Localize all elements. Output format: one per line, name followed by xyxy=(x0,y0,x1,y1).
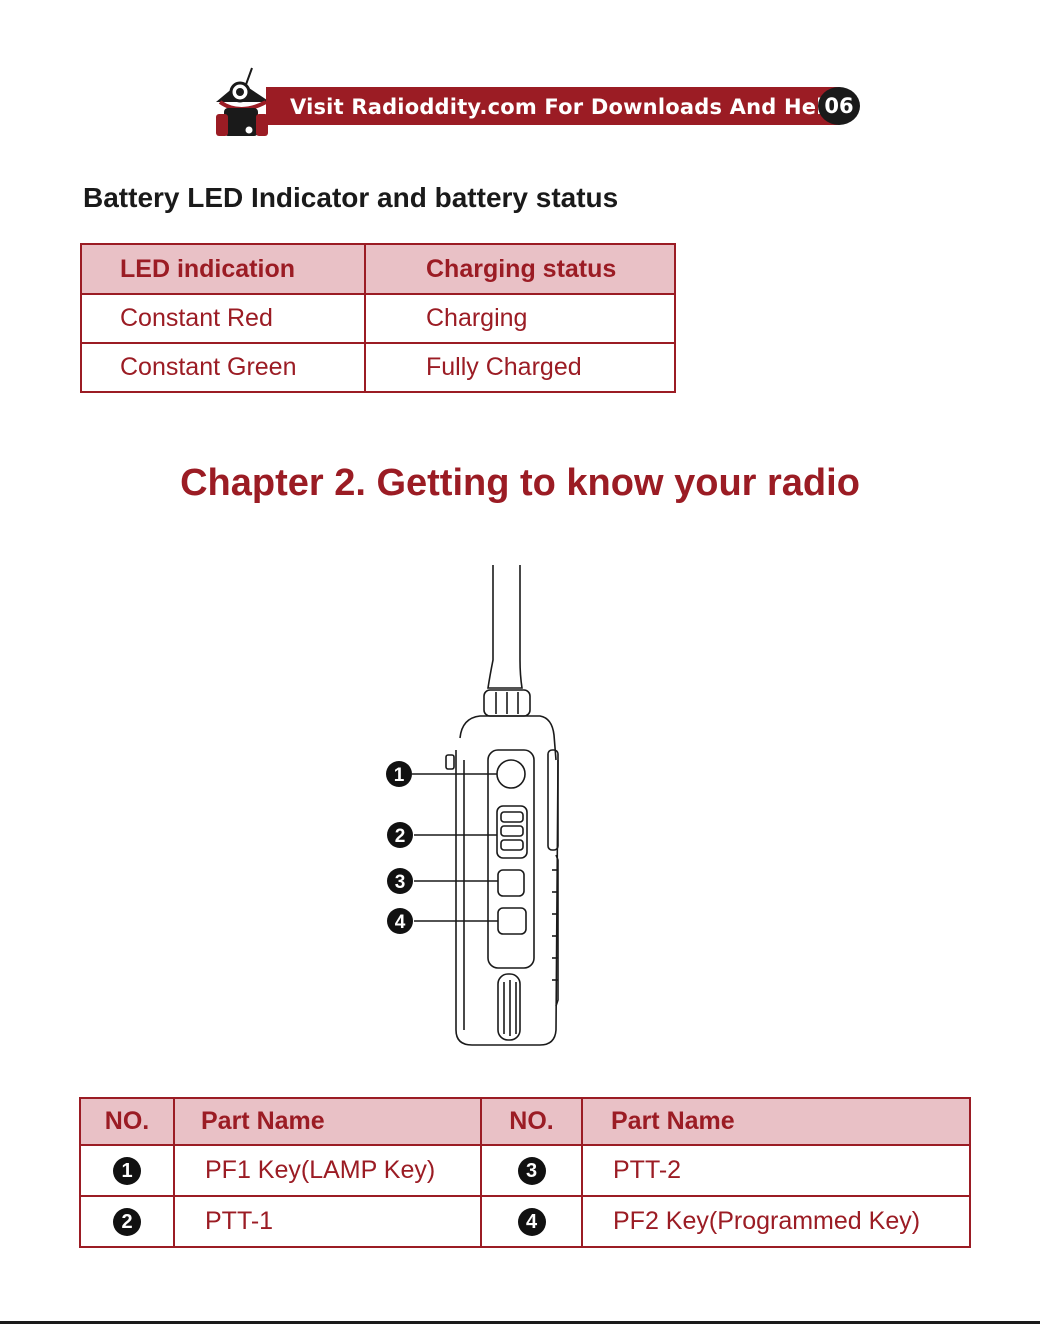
table-header-cell: NO. xyxy=(79,1097,175,1146)
table-header-row: LED indication Charging status xyxy=(80,243,676,295)
banner-bar xyxy=(266,87,856,125)
table-header-cell: Part Name xyxy=(173,1097,482,1146)
table-cell: Fully Charged xyxy=(365,342,676,393)
table-row: 1 PF1 Key(LAMP Key) 3 PTT-2 xyxy=(79,1144,971,1197)
number-badge: 3 xyxy=(517,1157,546,1186)
callout-1: 1 xyxy=(386,761,412,787)
svg-text:3: 3 xyxy=(395,872,406,893)
table-cell: 2 xyxy=(79,1195,175,1248)
battery-status-table: LED indication Charging status Constant … xyxy=(80,243,676,393)
table-header-row: NO. Part Name NO. Part Name xyxy=(79,1097,971,1146)
table-header-cell: NO. xyxy=(480,1097,583,1146)
table-cell: PF2 Key(Programmed Key) xyxy=(581,1195,971,1248)
callout-2: 2 xyxy=(387,822,413,848)
radioddity-mascot-icon xyxy=(216,67,270,136)
table-cell: PTT-2 xyxy=(581,1144,971,1197)
svg-text:4: 4 xyxy=(395,912,406,933)
callout-4: 4 xyxy=(387,908,413,934)
bottom-rule xyxy=(0,1321,1040,1324)
svg-text:1: 1 xyxy=(394,765,405,786)
table-cell: 1 xyxy=(79,1144,175,1197)
table-row: 2 PTT-1 4 PF2 Key(Programmed Key) xyxy=(79,1195,971,1248)
table-cell: 4 xyxy=(480,1195,583,1248)
table-header-cell: Charging status xyxy=(364,243,676,295)
table-header-cell: LED indication xyxy=(80,243,366,295)
number-badge: 2 xyxy=(113,1208,141,1237)
table-cell: PF1 Key(LAMP Key) xyxy=(173,1144,482,1197)
table-row: Constant Green Fully Charged xyxy=(80,342,676,393)
svg-text:2: 2 xyxy=(395,826,406,847)
number-badge: 4 xyxy=(517,1208,546,1237)
table-cell: PTT-1 xyxy=(173,1195,482,1248)
number-badge: 1 xyxy=(113,1157,141,1186)
parts-table: NO. Part Name NO. Part Name 1 PF1 Key(LA… xyxy=(79,1097,971,1248)
page-number-badge: 06 xyxy=(818,87,860,125)
banner-text: Visit Radioddity.com For Downloads And H… xyxy=(290,95,839,119)
table-cell: Constant Red xyxy=(80,293,366,344)
chapter-title: Chapter 2. Getting to know your radio xyxy=(180,462,860,504)
table-cell: 3 xyxy=(480,1144,583,1197)
radio-side-diagram: 1 2 3 4 xyxy=(386,565,559,1046)
header-banner: Visit Radioddity.com For Downloads And H… xyxy=(210,64,870,144)
table-cell: Constant Green xyxy=(80,342,366,393)
table-header-cell: Part Name xyxy=(581,1097,971,1146)
table-row: Constant Red Charging xyxy=(80,293,676,344)
callout-3: 3 xyxy=(387,868,413,894)
table-cell: Charging xyxy=(365,293,676,344)
section-title: Battery LED Indicator and battery status xyxy=(83,182,619,213)
